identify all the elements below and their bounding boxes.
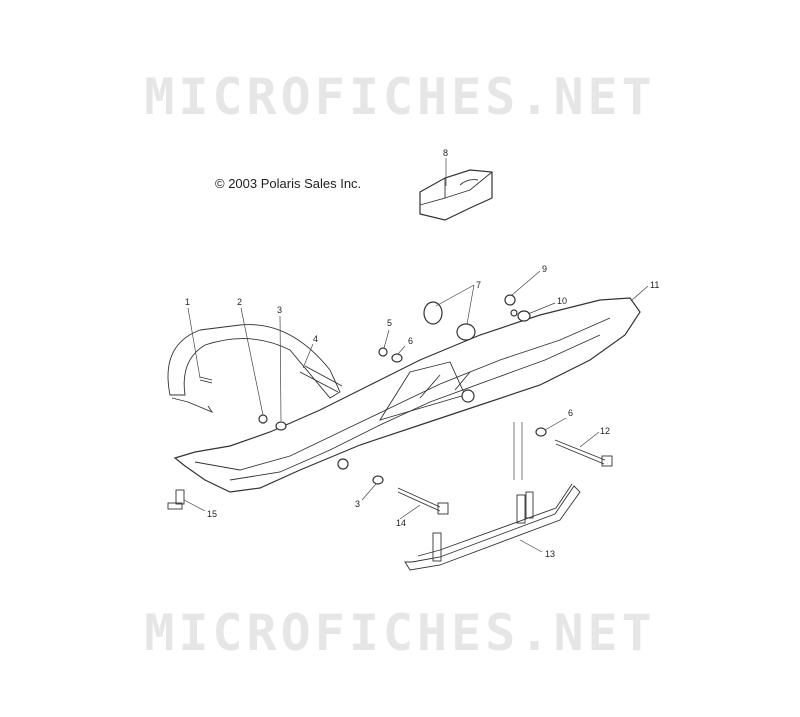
callout-14: 14 (396, 518, 406, 528)
callout-13: 13 (545, 549, 555, 559)
callout-3: 3 (277, 305, 282, 315)
part-1-handle (167, 324, 341, 413)
part-4-tube (299, 365, 343, 393)
callout-7: 7 (476, 280, 481, 290)
callout-6: 6 (408, 336, 413, 346)
part-14-bolt (397, 487, 449, 515)
part-12-bolt (554, 439, 613, 467)
watermark-top: MICROFICHES.NET (144, 68, 656, 126)
callout-1: 1 (185, 297, 190, 307)
part-11-ski (173, 297, 641, 493)
watermark-bottom: MICROFICHES.NET (144, 604, 656, 662)
callout-9: 9 (542, 264, 547, 274)
callout-12: 12 (600, 426, 610, 436)
washers-and-nuts (258, 294, 547, 485)
part-8-block (419, 169, 493, 221)
callout-5: 5 (387, 318, 392, 328)
part-13-runner (404, 483, 581, 571)
callout-10: 10 (557, 296, 567, 306)
callout-2: 2 (237, 297, 242, 307)
callout-11: 11 (650, 280, 659, 290)
part-15-bolt (167, 489, 185, 510)
callout-6b: 6 (568, 408, 573, 418)
copyright-notice: © 2003 Polaris Sales Inc. (215, 176, 362, 191)
callout-4: 4 (313, 334, 318, 344)
leader-lines (183, 158, 649, 553)
callout-8: 8 (443, 148, 448, 158)
callout-15: 15 (207, 509, 217, 519)
callout-3b: 3 (355, 499, 360, 509)
